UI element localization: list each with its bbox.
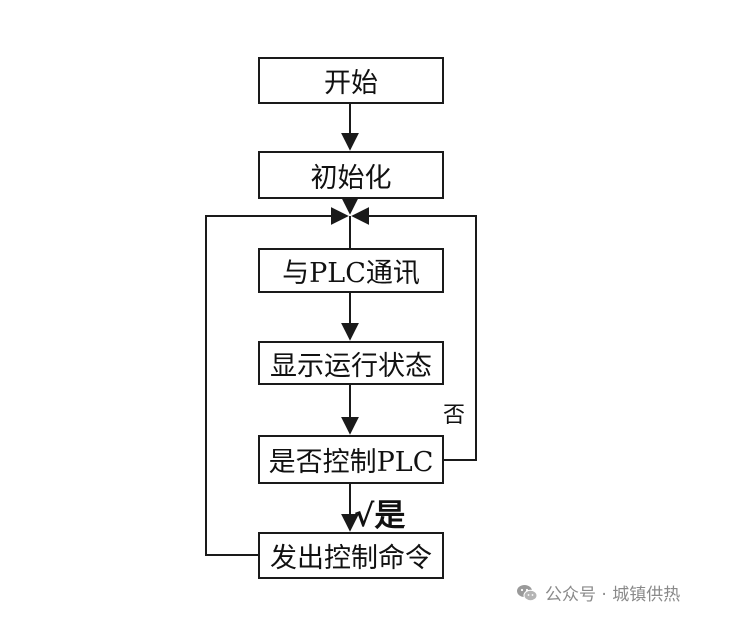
- send-command-node: 发出控制命令: [258, 532, 444, 579]
- display-status-node-label: 显示运行状态: [270, 350, 432, 382]
- watermark-text: 公众号 · 城镇供热: [545, 585, 681, 605]
- loop-line-after-command: [205, 207, 349, 556]
- init-node: 初始化: [258, 151, 444, 199]
- plc-comm-node-label: 与PLC通讯: [282, 258, 420, 289]
- start-node-label: 开始: [324, 68, 378, 99]
- plc-comm-node: 与PLC通讯: [258, 248, 444, 293]
- wechat-icon: [517, 584, 538, 601]
- control-decision-node-label: 是否控制PLC: [268, 447, 434, 478]
- loop-line-no-branch: [351, 207, 477, 461]
- init-node-label: 初始化: [310, 162, 392, 194]
- send-command-node-label: 发出控制命令: [270, 543, 432, 574]
- control-decision-node: 是否控制PLC: [258, 435, 444, 484]
- start-node: 开始: [258, 57, 444, 104]
- no-branch-label: 否: [443, 403, 466, 428]
- watermark: 公众号 · 城镇供热: [515, 580, 680, 605]
- display-status-node: 显示运行状态: [258, 341, 444, 385]
- yes-branch-label: √是: [354, 498, 406, 534]
